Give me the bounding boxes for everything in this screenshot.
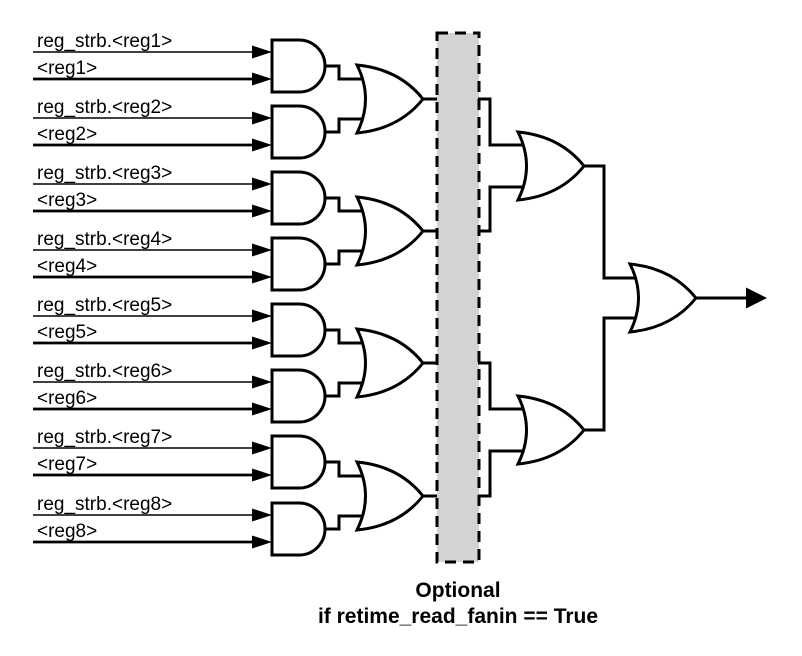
and5-output-wire	[325, 328, 370, 345]
value-arrowhead-icon	[252, 270, 272, 284]
strobe-arrowhead-icon	[252, 309, 272, 323]
strobe-arrowhead-icon	[252, 441, 272, 455]
and1-output-wire	[325, 64, 370, 81]
strobe-label: reg_strb.<reg3>	[37, 163, 172, 184]
and8-output-wire	[325, 514, 370, 531]
strobe-arrowhead-icon	[252, 45, 272, 59]
value-arrowhead-icon	[252, 204, 272, 218]
output-arrowhead-icon	[746, 287, 767, 309]
and-gate-3	[270, 170, 327, 226]
value-label: <reg5>	[37, 322, 97, 343]
or-gate-l2-1	[515, 130, 586, 202]
value-arrowhead-icon	[252, 138, 272, 152]
strobe-arrowhead-icon	[252, 375, 272, 389]
strobe-label: reg_strb.<reg1>	[37, 31, 172, 52]
band-to-or2-wires	[478, 97, 532, 498]
input-row-4: reg_strb.<reg4> <reg4>	[33, 229, 272, 284]
and-gate-1	[270, 38, 327, 94]
or2-top-input-wire-1	[478, 97, 532, 147]
strobe-label: reg_strb.<reg8>	[37, 494, 172, 515]
value-label: <reg2>	[37, 124, 97, 145]
and2-output-wire	[325, 117, 370, 134]
and3-output-wire	[325, 196, 370, 213]
or-gate-l1-1	[354, 63, 425, 135]
final-bottom-input-wire	[583, 316, 644, 432]
and6-output-wire	[325, 381, 370, 398]
and-gate-4	[270, 236, 327, 292]
and-gate-5	[270, 302, 327, 358]
input-row-1: reg_strb.<reg1> <reg1>	[33, 31, 272, 86]
or2-bottom-input-wire-1	[478, 361, 532, 411]
value-label: <reg7>	[37, 454, 97, 475]
and-gate-7	[270, 434, 327, 490]
strobe-arrowhead-icon	[252, 508, 272, 522]
and4-output-wire	[325, 249, 370, 266]
and-gate-8	[270, 501, 327, 557]
or2-to-final-wires	[583, 164, 644, 432]
optional-retime-band	[435, 31, 481, 564]
input-row-3: reg_strb.<reg3> <reg3>	[33, 163, 272, 218]
strobe-label: reg_strb.<reg7>	[37, 427, 172, 448]
or-gate-l1-2	[354, 195, 425, 267]
value-arrowhead-icon	[252, 468, 272, 482]
value-label: <reg3>	[37, 190, 97, 211]
or-gates-level2	[515, 130, 586, 466]
value-label: <reg4>	[37, 256, 97, 277]
value-arrowhead-icon	[252, 336, 272, 350]
strobe-label: reg_strb.<reg4>	[37, 229, 172, 250]
value-arrowhead-icon	[252, 402, 272, 416]
input-rows: reg_strb.<reg1> <reg1> reg_strb.<reg2> <…	[33, 31, 272, 549]
and-gate-2	[270, 104, 327, 160]
input-row-6: reg_strb.<reg6> <reg6>	[33, 361, 272, 416]
strobe-label: reg_strb.<reg5>	[37, 295, 172, 316]
value-label: <reg8>	[37, 521, 97, 542]
and-to-or-wires	[325, 64, 370, 531]
and-gate-6	[270, 368, 327, 424]
final-top-input-wire	[583, 164, 644, 280]
and7-output-wire	[325, 460, 370, 478]
value-arrowhead-icon	[252, 535, 272, 549]
value-arrowhead-icon	[252, 72, 272, 86]
strobe-label: reg_strb.<reg2>	[37, 97, 172, 118]
input-row-2: reg_strb.<reg2> <reg2>	[33, 97, 272, 152]
caption-line2: if retime_read_fanin == True	[318, 605, 598, 628]
strobe-arrowhead-icon	[252, 243, 272, 257]
or-gate-l1-3	[354, 327, 425, 399]
or2-top-input-wire-2	[478, 185, 532, 233]
or-gate-final	[627, 262, 698, 334]
strobe-arrowhead-icon	[252, 111, 272, 125]
input-row-7: reg_strb.<reg7> <reg7>	[33, 427, 272, 482]
or-gates-level1	[354, 63, 425, 532]
caption-line1: Optional	[415, 579, 500, 602]
strobe-arrowhead-icon	[252, 177, 272, 191]
or2-bottom-input-wire-2	[478, 449, 532, 498]
strobe-label: reg_strb.<reg6>	[37, 361, 172, 382]
or-gate-l1-4	[354, 460, 425, 532]
and-gates	[270, 38, 327, 557]
input-row-5: reg_strb.<reg5> <reg5>	[33, 295, 272, 350]
value-label: <reg1>	[37, 58, 97, 79]
input-row-8: reg_strb.<reg8> <reg8>	[33, 494, 272, 549]
or-gate-l2-2	[515, 394, 586, 466]
value-label: <reg6>	[37, 388, 97, 409]
